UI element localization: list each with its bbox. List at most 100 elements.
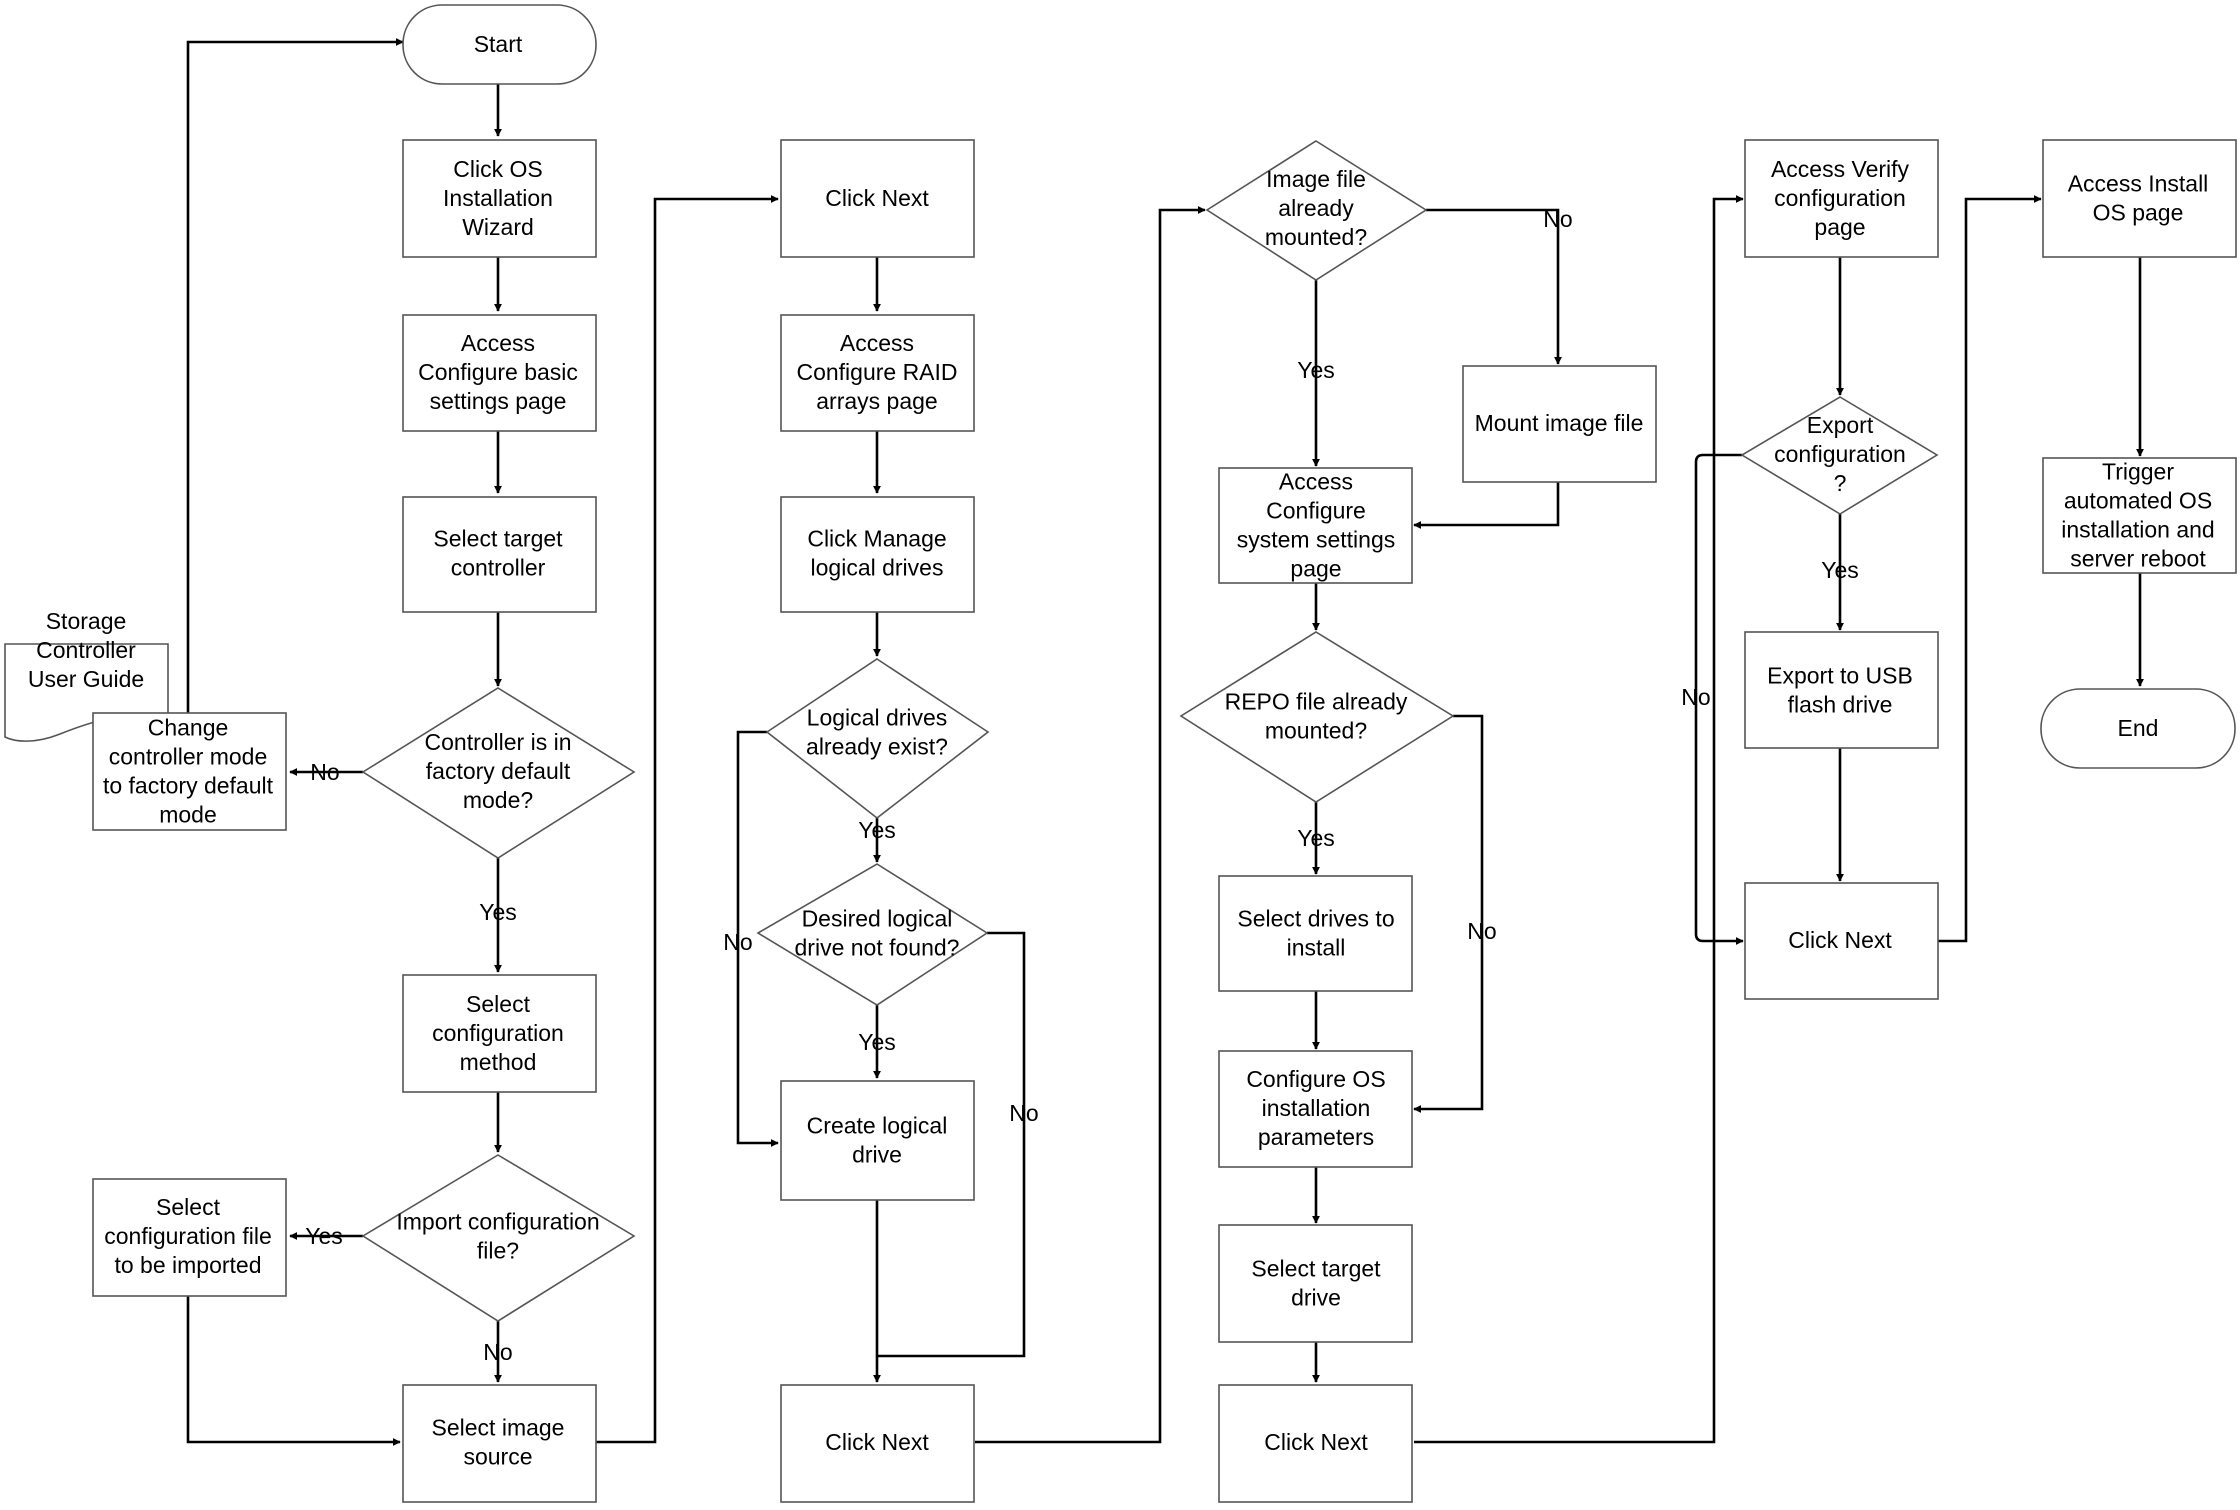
end-text: End bbox=[2118, 715, 2159, 741]
label-line: Change bbox=[148, 715, 229, 741]
next-1-text: Click Next bbox=[825, 185, 929, 211]
label-factory-no: No bbox=[310, 759, 339, 785]
label-line: mode bbox=[159, 802, 217, 828]
label-line: flash drive bbox=[1788, 692, 1893, 718]
label-line: Configure OS bbox=[1246, 1066, 1385, 1092]
label-line: Select target bbox=[433, 526, 563, 552]
label-line: Select drives to bbox=[1237, 906, 1394, 932]
label-line: install bbox=[1287, 935, 1346, 961]
label-line: Create logical bbox=[807, 1113, 948, 1139]
label-line: controller bbox=[451, 555, 546, 581]
label-line: configuration bbox=[432, 1020, 564, 1046]
label-line: Start bbox=[474, 31, 523, 57]
click-next-box-1: Click Next bbox=[780, 139, 975, 258]
label-line: drive bbox=[852, 1142, 902, 1168]
label-line: Select bbox=[156, 1194, 221, 1220]
label-line: Click Next bbox=[825, 1429, 929, 1455]
label-line: Mount image file bbox=[1475, 410, 1644, 436]
edge-desired-no-to-next2 bbox=[877, 931, 1026, 1358]
edge-exist-no-to-create bbox=[736, 730, 779, 1147]
label-line: End bbox=[2118, 715, 2159, 741]
edge-change-mode-to-start bbox=[186, 38, 404, 713]
edge-file-to-source bbox=[186, 1296, 401, 1446]
label-line: Click Next bbox=[1264, 1429, 1368, 1455]
edge-next2-to-image-q bbox=[975, 206, 1206, 1444]
label-line: page bbox=[1290, 556, 1341, 582]
label-line: arrays page bbox=[816, 388, 937, 414]
label-line: configuration bbox=[1774, 185, 1906, 211]
label-factory-yes: Yes bbox=[479, 899, 517, 925]
label-line: method bbox=[460, 1049, 537, 1075]
edge-image-no-to-mount bbox=[1426, 208, 1562, 365]
label-repo-yes: Yes bbox=[1297, 825, 1335, 851]
select-controller-text: Select target controller bbox=[433, 526, 563, 581]
select-target-controller-box: Select target controller bbox=[402, 496, 597, 613]
next-2-text: Click Next bbox=[825, 1429, 929, 1455]
start-text: Start bbox=[474, 31, 523, 57]
label-line: Access bbox=[1279, 469, 1353, 495]
label-line: Click Next bbox=[1788, 927, 1892, 953]
label-line: Controller bbox=[36, 637, 136, 663]
label-line: server reboot bbox=[2070, 546, 2206, 572]
label-line: drive not found? bbox=[795, 935, 960, 961]
label-line: Storage bbox=[46, 608, 127, 634]
label-exist-yes: Yes bbox=[858, 817, 896, 843]
edge-source-to-next1 bbox=[594, 195, 779, 1444]
flow-connectors bbox=[186, 38, 2144, 1446]
label-line: mode? bbox=[463, 787, 533, 813]
label-line: Configure bbox=[1266, 498, 1366, 524]
select-drives-to-install-box: Select drives to install bbox=[1218, 875, 1413, 992]
select-drives-install-text: Select drives to install bbox=[1237, 906, 1394, 961]
label-line: REPO file already bbox=[1225, 689, 1408, 715]
label-line: Access bbox=[840, 330, 914, 356]
label-line: page bbox=[1814, 214, 1865, 240]
label-repo-no: No bbox=[1467, 918, 1496, 944]
label-line: logical drives bbox=[811, 555, 944, 581]
label-export-no: No bbox=[1681, 684, 1710, 710]
label-line: Click Manage bbox=[807, 526, 946, 552]
select-image-source-box: Select image source bbox=[402, 1384, 597, 1503]
label-line: Export to USB bbox=[1767, 663, 1913, 689]
label-line: Select image bbox=[432, 1415, 565, 1441]
label-line: Trigger bbox=[2102, 459, 2174, 485]
create-logical-drive-box: Create logical drive bbox=[780, 1080, 975, 1201]
label-image-yes: Yes bbox=[1297, 357, 1335, 383]
label-line: Access bbox=[461, 330, 535, 356]
label-line: source bbox=[463, 1444, 532, 1470]
label-line: Click Next bbox=[825, 185, 929, 211]
select-image-source-text: Select image source bbox=[432, 1415, 565, 1470]
label-line: file? bbox=[477, 1238, 519, 1264]
end-terminator: End bbox=[2040, 688, 2236, 769]
click-next-box-2: Click Next bbox=[780, 1384, 975, 1503]
label-line: drive bbox=[1291, 1285, 1341, 1311]
label-line: already bbox=[1278, 195, 1354, 221]
label-import-no: No bbox=[483, 1339, 512, 1365]
